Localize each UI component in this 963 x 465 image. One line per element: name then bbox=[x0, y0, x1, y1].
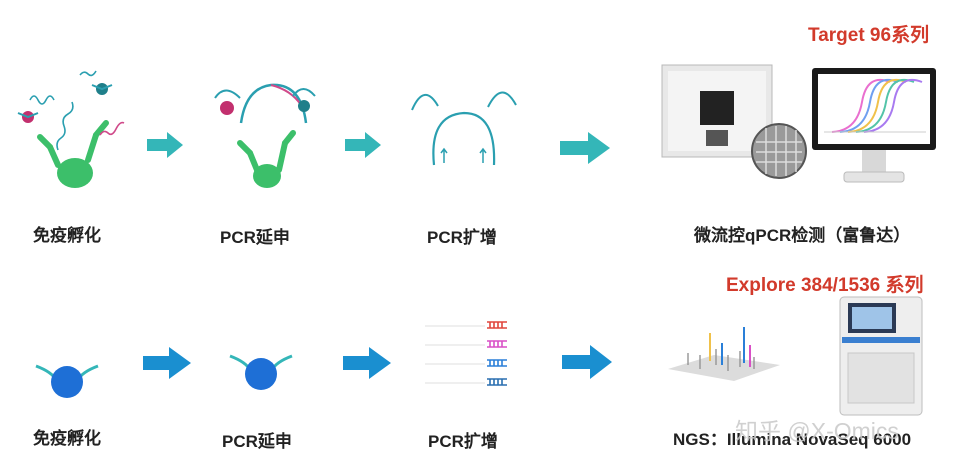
extension-illustration-row1 bbox=[214, 83, 316, 188]
watermark: 知乎 @X-Omics bbox=[735, 418, 899, 444]
qpcr-monitor-icon bbox=[812, 68, 936, 183]
amplification-illustration-row2 bbox=[425, 321, 507, 386]
microfluidic-chip-icon bbox=[661, 64, 773, 158]
incubation-illustration-row2 bbox=[35, 364, 99, 398]
step-label-incubation-row2: 免疫孵化 bbox=[33, 429, 101, 448]
right-arrow-icon bbox=[147, 132, 183, 158]
step-label-detection-row1: 微流控qPCR检测（富鲁达） bbox=[694, 226, 911, 245]
extension-illustration-row2 bbox=[229, 354, 293, 390]
right-arrow-icon bbox=[562, 345, 612, 379]
incubation-illustration-row1 bbox=[17, 70, 125, 188]
right-arrow-icon bbox=[343, 347, 391, 379]
chip-magnifier-icon bbox=[751, 123, 807, 179]
step-label-incubation-row1: 免疫孵化 bbox=[33, 226, 101, 245]
step-label-detection-row2: NGS：Illumina NovaSeq 6000 bbox=[673, 430, 912, 449]
sequencer-icon bbox=[839, 296, 923, 416]
step-label-extension-row2: PCR延申 bbox=[222, 432, 292, 451]
row1-header: Target 96系列 bbox=[808, 25, 930, 46]
ngs-signal-plot-icon bbox=[668, 327, 780, 381]
right-arrow-icon bbox=[560, 132, 610, 164]
step-label-extension-row1: PCR延申 bbox=[220, 228, 290, 247]
row2-header: Explore 384/1536 系列 bbox=[726, 275, 924, 296]
antibody-icon bbox=[37, 120, 109, 168]
right-arrow-icon bbox=[345, 132, 381, 158]
amplification-illustration-row1 bbox=[411, 91, 517, 166]
right-arrow-icon bbox=[143, 347, 191, 379]
step-label-amplification-row1: PCR扩增 bbox=[427, 228, 497, 247]
step-label-amplification-row2: PCR扩增 bbox=[428, 432, 498, 451]
